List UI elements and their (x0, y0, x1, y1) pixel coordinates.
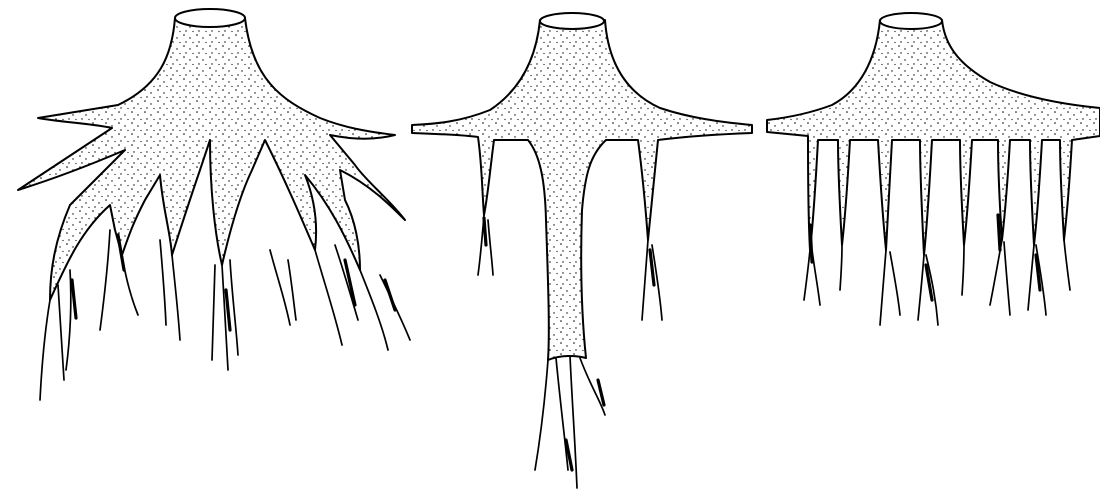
taproot-trunk-and-roots (412, 20, 752, 360)
root-system-sinker (767, 13, 1100, 325)
taproot-trunk-cap (540, 13, 604, 29)
spreading-trunk-cap (175, 9, 245, 27)
spreading-trunk-and-roots (18, 18, 405, 300)
sinker-trunk-and-roots (767, 20, 1100, 255)
sinker-trunk-cap (880, 13, 942, 29)
root-system-spreading (18, 9, 410, 400)
root-system-taproot (412, 13, 752, 488)
